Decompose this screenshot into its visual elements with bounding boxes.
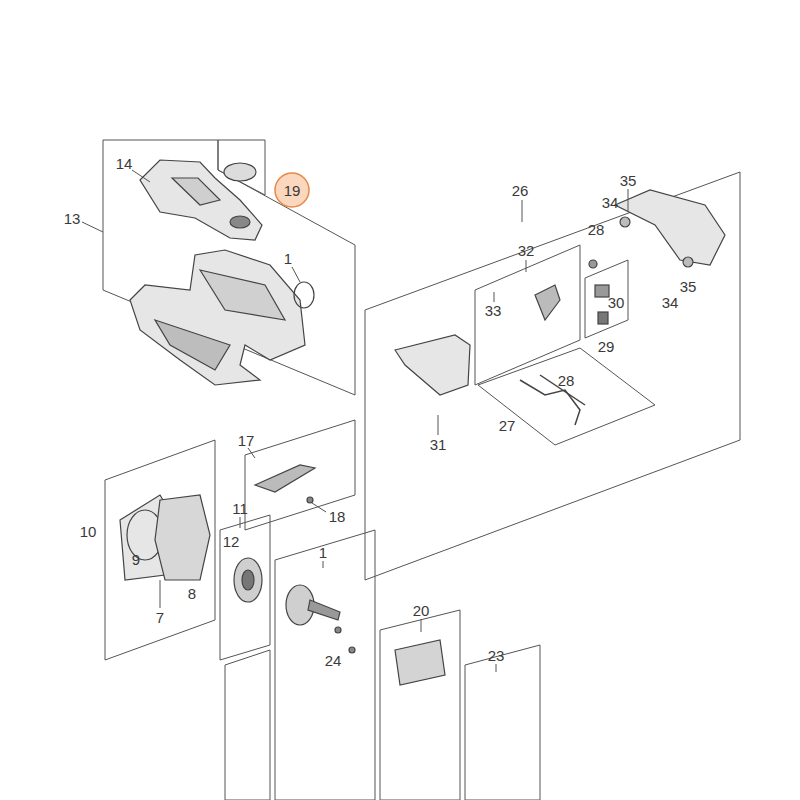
panel-outline <box>478 348 655 445</box>
leader-line <box>438 415 439 435</box>
callout-number: 33 <box>485 303 502 318</box>
callout-number: 10 <box>80 524 97 539</box>
panel-outline <box>103 140 355 395</box>
callout-number: 26 <box>512 183 529 198</box>
leader-line <box>494 292 495 302</box>
callout-number: 9 <box>132 552 140 567</box>
callout-number: 8 <box>188 586 196 601</box>
cover-recess <box>172 178 220 205</box>
leader-line <box>323 561 324 568</box>
clip <box>589 260 597 268</box>
highlight-circle <box>275 173 309 207</box>
leader-line <box>248 448 255 458</box>
trigger <box>535 285 560 320</box>
callout-number: 35 <box>680 279 697 294</box>
callout-number: 1 <box>319 545 327 560</box>
panel-outline <box>275 530 375 800</box>
gearbox-plate <box>395 640 445 685</box>
callout-number: 34 <box>662 295 679 310</box>
panel-outline <box>245 420 355 530</box>
leader-line <box>132 170 150 182</box>
handle-half <box>615 190 725 265</box>
callout-number: 20 <box>413 603 430 618</box>
motor-shaft <box>308 600 340 620</box>
cover-hole <box>230 216 250 228</box>
callout-number: 24 <box>325 653 342 668</box>
housing-inner <box>200 270 285 320</box>
leader-line <box>240 517 241 528</box>
leader-line <box>292 267 300 282</box>
panel-outline <box>585 260 628 338</box>
callout-number: 19 <box>284 183 301 198</box>
leader-line <box>496 664 497 672</box>
housing-panel <box>155 320 230 370</box>
leader-line <box>312 503 326 512</box>
leader-line <box>160 580 161 608</box>
callout-number: 17 <box>238 433 255 448</box>
callout-number: 28 <box>588 222 605 237</box>
callout-number: 12 <box>223 534 240 549</box>
plate <box>255 465 315 492</box>
screw <box>349 647 355 653</box>
switch-cap <box>598 312 608 324</box>
screw <box>335 627 341 633</box>
panel-outline <box>465 645 540 800</box>
callout-number: 7 <box>156 610 164 625</box>
panel-outline <box>365 172 740 580</box>
callout-number: 30 <box>608 295 625 310</box>
panel-outline <box>105 440 215 660</box>
nut <box>620 217 630 227</box>
callout-number: 31 <box>430 437 447 452</box>
callout-number: 1 <box>284 251 292 266</box>
callout-number: 32 <box>518 243 535 258</box>
nut <box>683 257 693 267</box>
callout-number: 13 <box>64 211 81 226</box>
housing <box>130 250 305 385</box>
leader-line <box>522 200 523 222</box>
callout-number: 23 <box>488 648 505 663</box>
impeller <box>234 558 262 602</box>
callout-number: 14 <box>116 156 133 171</box>
impeller-hub <box>242 570 254 590</box>
callout-number: 29 <box>598 339 615 354</box>
callout-number: 18 <box>329 509 346 524</box>
panel-outline <box>225 650 270 800</box>
leader-line <box>628 189 629 212</box>
leader-line <box>82 222 103 232</box>
leader-line <box>526 260 527 272</box>
cap-part <box>224 163 256 181</box>
top-cover <box>140 160 262 240</box>
panel-outline <box>475 245 580 385</box>
callout-number: 35 <box>620 173 637 188</box>
callout-number: 11 <box>232 501 248 516</box>
callout-number: 34 <box>602 195 619 210</box>
callout-number: 28 <box>558 373 575 388</box>
fan-duct <box>155 495 210 580</box>
handle-half <box>395 335 470 395</box>
panel-outline <box>380 610 460 800</box>
callout-number: 27 <box>499 418 516 433</box>
screw <box>307 497 313 503</box>
switch <box>595 285 609 297</box>
leader-line <box>421 619 422 632</box>
panel-outline <box>220 515 270 660</box>
o-ring <box>294 282 314 308</box>
